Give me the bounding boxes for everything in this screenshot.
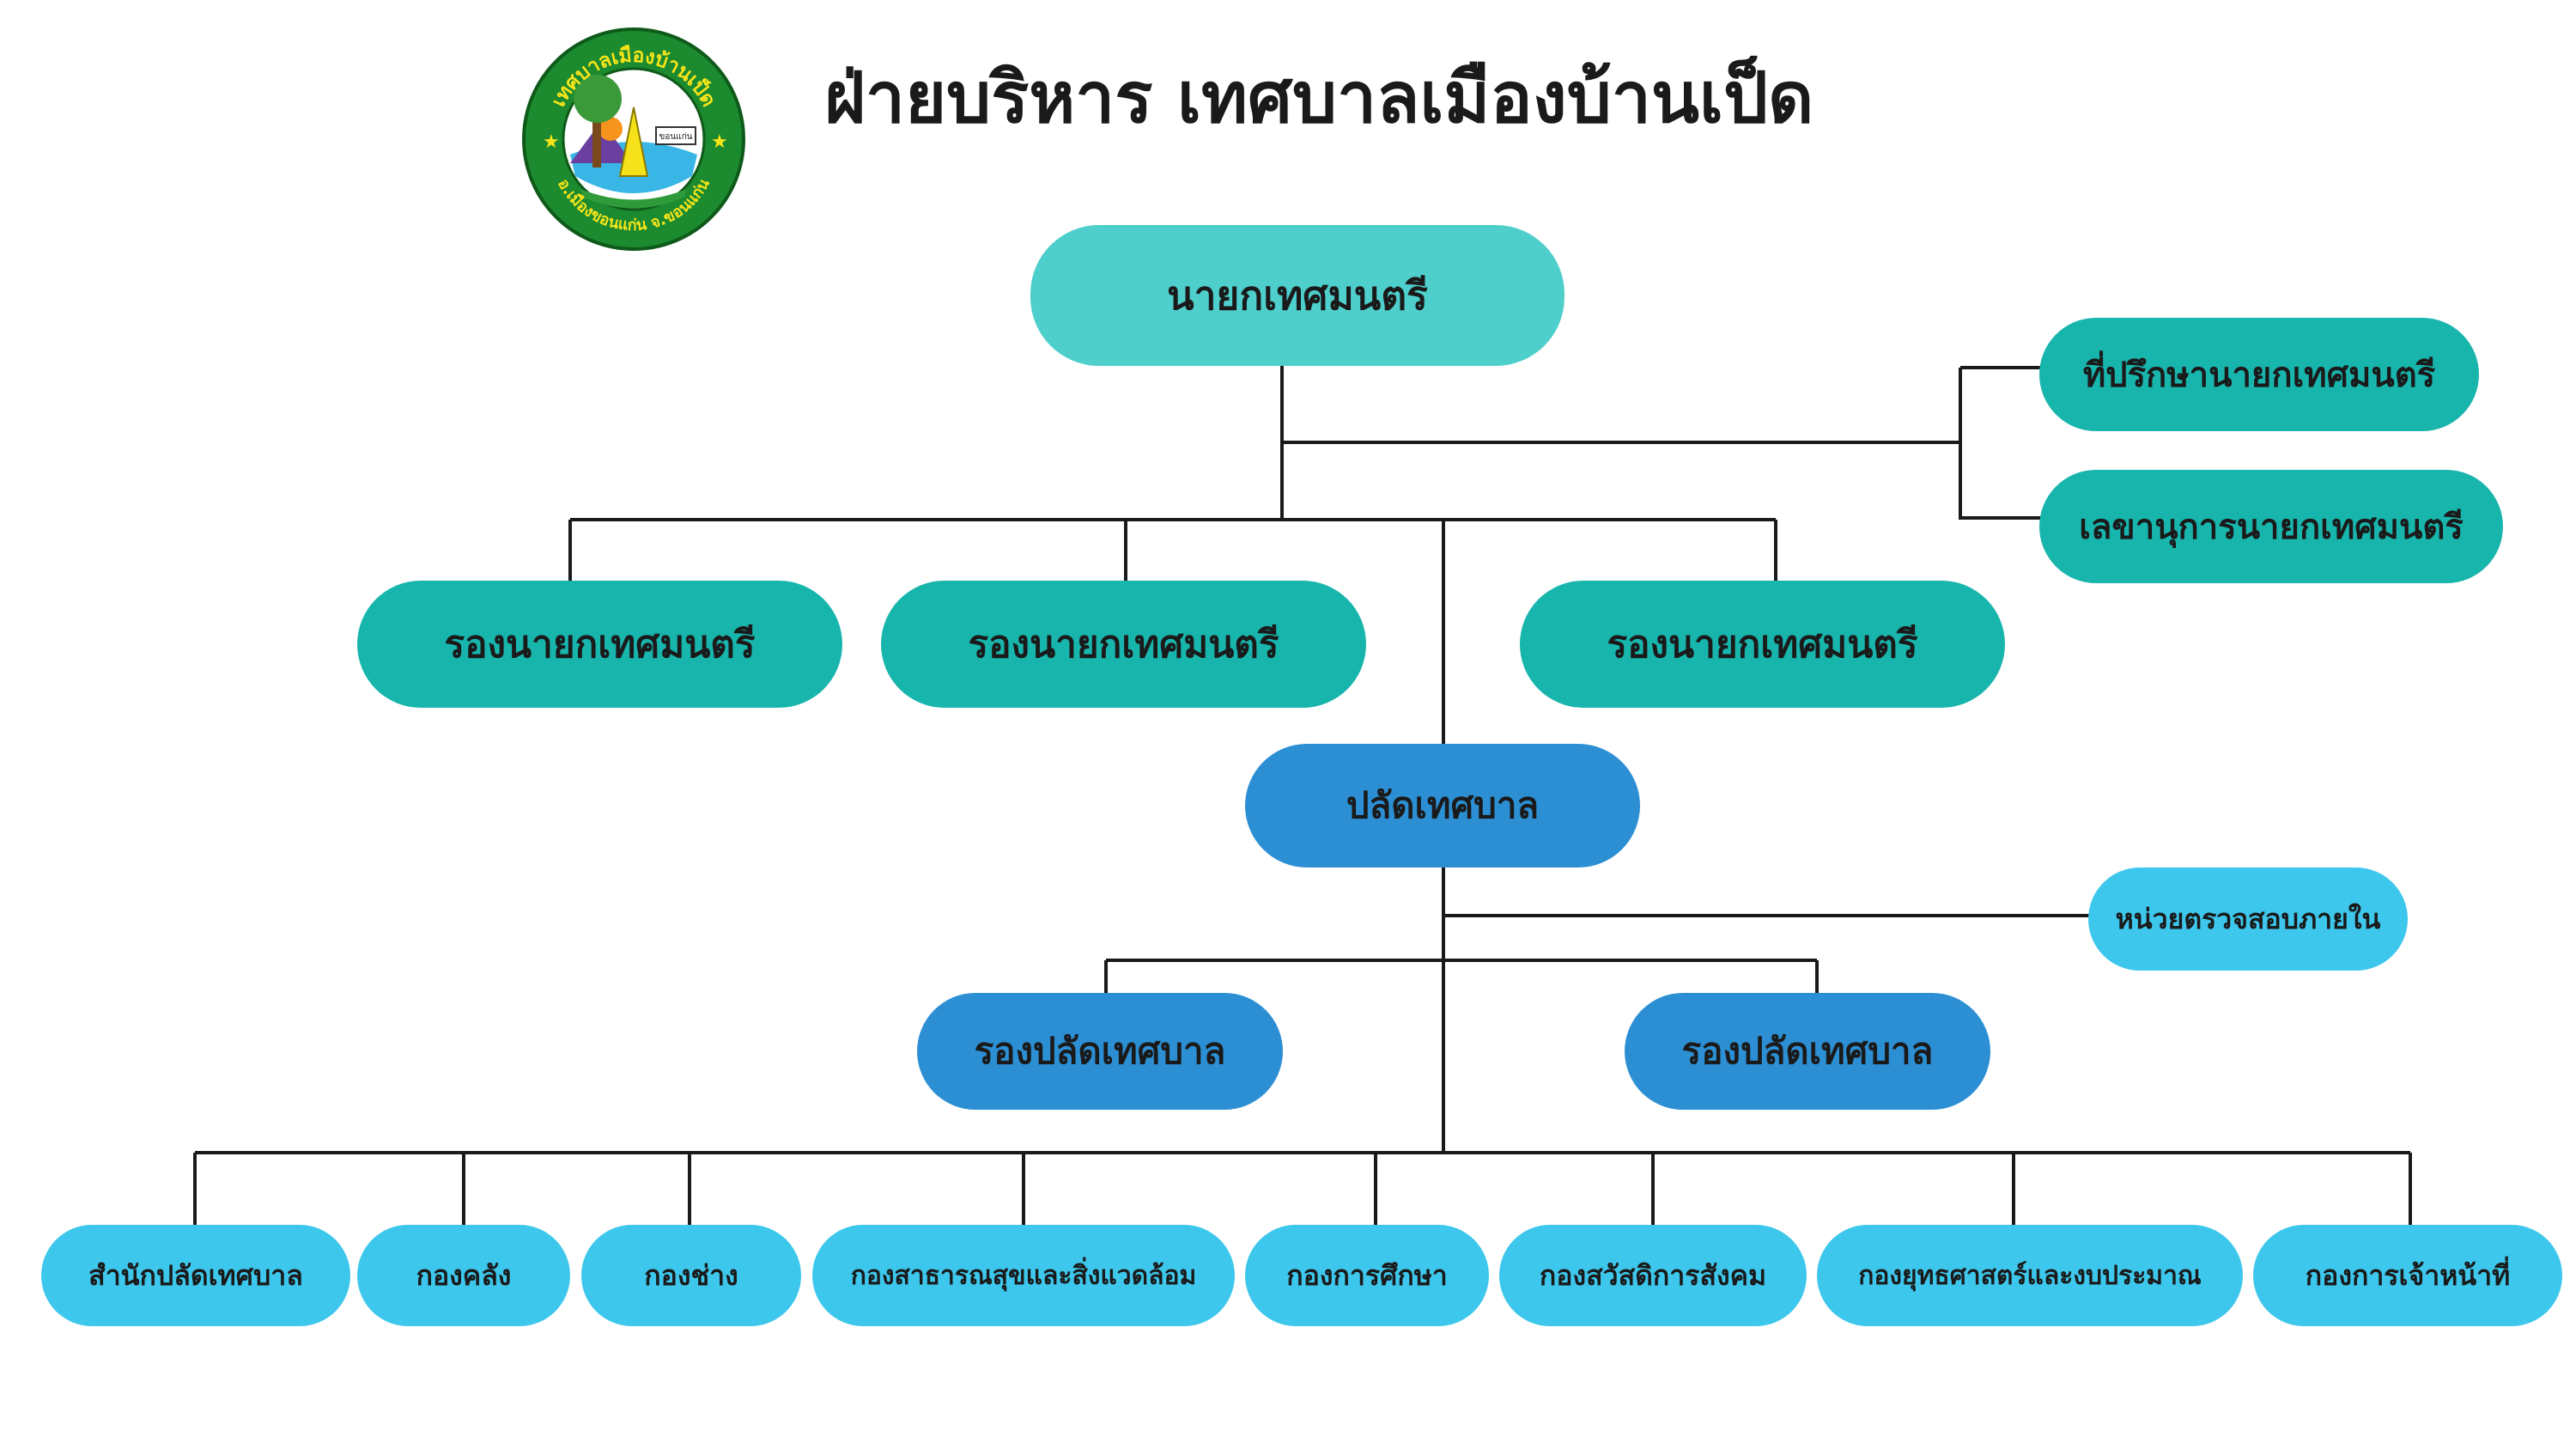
node-division-engineering: กองช่าง [581, 1225, 801, 1326]
node-deputy-mayor-1: รองนายกเทศมนตรี [357, 581, 842, 708]
node-division-education: กองการศึกษา [1245, 1225, 1489, 1326]
page-title: ฝ่ายบริหาร เทศบาลเมืองบ้านเป็ด [824, 58, 1814, 139]
svg-text:★: ★ [711, 131, 728, 153]
municipality-seal-logo: ขอนแก่น ★ ★ เทศบาลเมืองบ้านเป็ด อ.เมืองข… [520, 26, 747, 253]
node-deputy-clerk-2: รองปลัดเทศบาล [1625, 993, 1990, 1110]
node-division-social-welfare: กองสวัสดิการสังคม [1499, 1225, 1807, 1326]
node-mayor-secretary: เลขานุการนายกเทศมนตรี [2039, 470, 2503, 583]
node-mayor: นายกเทศมนตรี [1030, 225, 1564, 366]
node-internal-audit: หน่วยตรวจสอบภายใน [2088, 868, 2408, 971]
node-division-personnel: กองการเจ้าหน้าที่ [2253, 1225, 2562, 1326]
logo-sign-text: ขอนแก่น [659, 132, 692, 142]
node-deputy-mayor-2: รองนายกเทศมนตรี [881, 581, 1366, 708]
node-municipal-clerk: ปลัดเทศบาล [1245, 744, 1640, 868]
svg-text:★: ★ [543, 131, 560, 153]
node-division-strategy-budget: กองยุทธศาสตร์และงบประมาณ [1817, 1225, 2243, 1326]
node-division-public-health: กองสาธารณสุขและสิ่งแวดล้อม [812, 1225, 1235, 1326]
node-division-clerk-office: สำนักปลัดเทศบาล [41, 1225, 350, 1326]
node-deputy-clerk-1: รองปลัดเทศบาล [917, 993, 1283, 1110]
node-division-finance: กองคลัง [357, 1225, 570, 1326]
node-deputy-mayor-3: รองนายกเทศมนตรี [1520, 581, 2005, 708]
node-mayor-advisor: ที่ปรึกษานายกเทศมนตรี [2039, 318, 2479, 431]
